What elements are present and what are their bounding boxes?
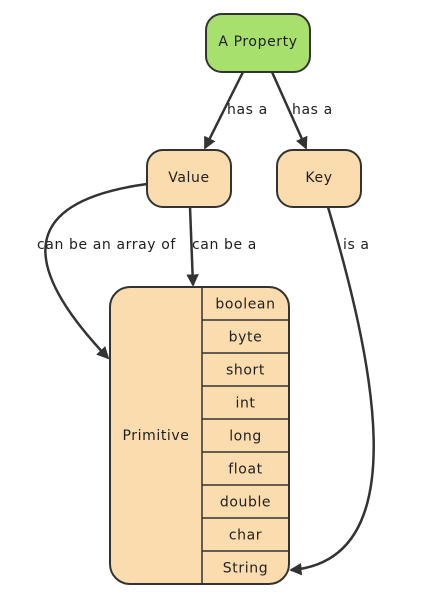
primitive-type-short: short: [226, 363, 265, 379]
node-primitive-box: [109, 286, 290, 585]
edge-property-to-value: [203, 71, 245, 150]
primitive-type-string: String: [223, 561, 268, 577]
primitive-type-float: float: [228, 462, 262, 478]
primitive-type-char: char: [229, 528, 262, 544]
node-value-box: [146, 149, 232, 208]
node-primitive-label: Primitive: [122, 428, 189, 444]
edge-label-property-to-key: has a: [292, 102, 333, 118]
primitive-type-boolean: boolean: [215, 297, 275, 313]
node-primitive: Primitive boolean byte short int long float do…: [109, 286, 290, 585]
node-key-label: Key: [305, 170, 332, 186]
node-property: A Property: [205, 13, 311, 73]
edge-value-to-primitive-array: [44, 182, 148, 360]
primitive-type-int: int: [235, 396, 255, 412]
node-key-box: [276, 149, 362, 208]
primitive-type-double: double: [220, 495, 271, 511]
edge-label-property-to-value: has a: [227, 102, 268, 118]
edge-label-key-to-string: is a: [343, 237, 370, 253]
edge-key-to-string: [289, 206, 375, 576]
primitive-type-long: long: [229, 429, 262, 445]
node-property-label: A Property: [218, 34, 297, 50]
primitive-type-byte: byte: [229, 330, 263, 346]
primitive-type-list: boolean byte short int long float double charSt…: [202, 297, 289, 577]
node-key: Key: [276, 149, 362, 208]
edge-label-value-to-primitive-array: can be an array of: [37, 237, 176, 253]
edge-property-to-key: [270, 71, 308, 150]
node-value: Value: [146, 149, 232, 208]
node-value-label: Value: [168, 170, 209, 186]
edge-value-to-primitive: [186, 206, 199, 287]
node-property-box: [205, 13, 311, 73]
edge-label-value-to-primitive: can be a: [192, 237, 257, 253]
